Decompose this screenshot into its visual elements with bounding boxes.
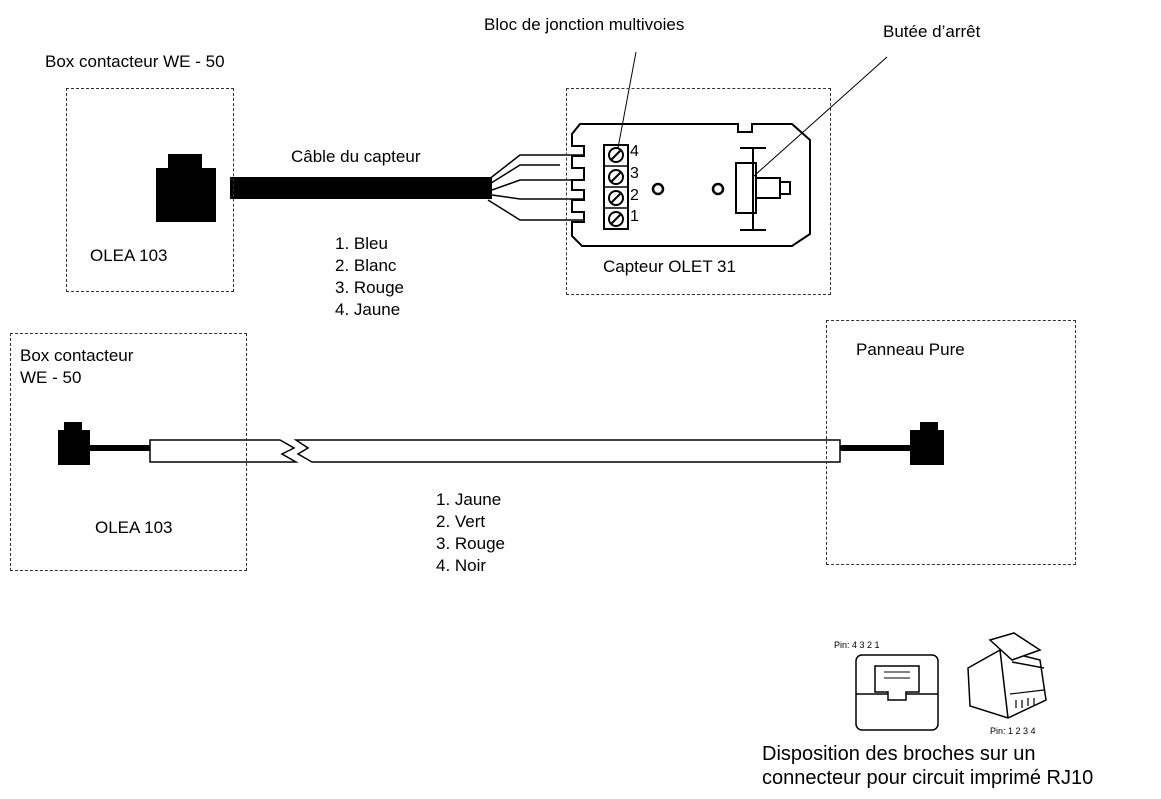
rj10-caption-line1: Disposition des broches sur un	[762, 743, 1036, 765]
bottom-wire-color-list: 1. Jaune 2. Vert 3. Rouge 4. Noir	[436, 489, 505, 577]
terminal-screw-1	[608, 211, 624, 227]
list-item: 2. Vert	[436, 512, 486, 531]
terminal-number-3: 3	[630, 165, 639, 182]
sensor-label: Capteur OLET 31	[603, 257, 736, 276]
top-box-title: Box contacteur WE - 50	[45, 52, 225, 71]
rj10-caption-line2: connecteur pour circuit imprimé RJ10	[762, 767, 1094, 789]
bottom-left-box-title-line2: WE - 50	[20, 368, 82, 387]
rj10-side-pin-label: Pin: 1 2 3 4	[990, 726, 1036, 736]
leader-stop	[753, 56, 888, 177]
cable-label: Câble du capteur	[291, 147, 421, 166]
leader-terminal-block	[617, 51, 637, 149]
terminal-number-4: 4	[630, 143, 639, 160]
rj-connector-bottom-right	[910, 422, 944, 465]
rj10-front-pin-label: Pin: 4 3 2 1	[834, 640, 880, 650]
mounting-hole-right	[711, 182, 725, 196]
terminal-block	[603, 144, 629, 230]
rj-connector-top-left	[156, 154, 216, 222]
list-item: 4. Noir	[436, 556, 487, 575]
stop-label: Butée d’arrêt	[883, 22, 981, 41]
top-wire-color-list: 1. Bleu 2. Blanc 3. Rouge 4. Jaune	[335, 233, 404, 321]
terminal-screw-2	[608, 190, 624, 206]
top-left-box	[66, 88, 234, 292]
list-item: 3. Rouge	[436, 534, 505, 553]
terminal-screw-4	[608, 147, 624, 163]
top-connector-label: OLEA 103	[90, 246, 168, 265]
stop-switch	[735, 147, 791, 231]
mounting-hole-left	[651, 182, 665, 196]
lead-right	[840, 445, 910, 451]
terminal-block-label: Bloc de jonction multivoies	[484, 15, 685, 34]
terminal-number-1: 1	[630, 208, 639, 225]
list-item: 1. Bleu	[335, 234, 388, 253]
list-item: 4. Jaune	[335, 300, 401, 319]
terminal-number-2: 2	[630, 187, 639, 204]
bottom-right-box-title: Panneau Pure	[856, 340, 965, 359]
rj10-front-view	[855, 654, 939, 731]
lead-left	[90, 445, 150, 451]
bottom-left-box	[10, 333, 247, 571]
list-item: 2. Blanc	[335, 256, 397, 275]
bottom-right-box	[826, 320, 1076, 565]
rj-connector-bottom-left	[58, 422, 90, 465]
list-item: 1. Jaune	[436, 490, 502, 509]
bottom-left-box-title-line1: Box contacteur	[20, 346, 134, 365]
terminal-screw-3	[608, 169, 624, 185]
top-right-box	[566, 88, 831, 295]
bottom-left-connector-label: OLEA 103	[95, 518, 173, 537]
long-cable	[149, 439, 841, 463]
sensor-board	[571, 123, 811, 247]
sensor-cable	[230, 177, 492, 199]
rj10-side-view	[967, 632, 1047, 719]
list-item: 3. Rouge	[335, 278, 404, 297]
